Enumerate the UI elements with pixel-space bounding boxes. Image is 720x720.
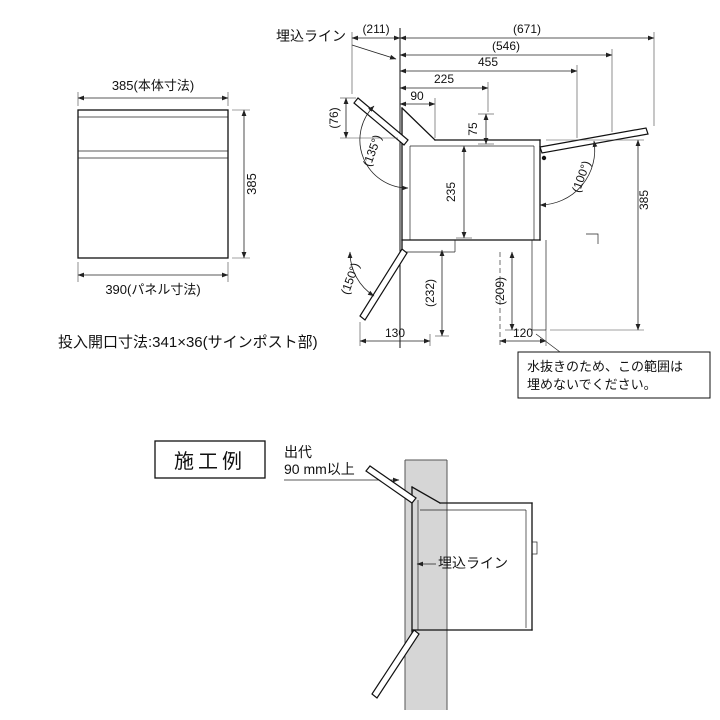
dim-546: (546) <box>492 39 520 53</box>
example-title: 施工例 <box>174 450 246 473</box>
drain-note-line2: 埋めないでください。 <box>527 377 657 392</box>
door-latch-detail <box>531 541 538 555</box>
protrusion-label-line1: 出代 <box>284 444 312 460</box>
bracket-detail <box>586 233 599 244</box>
dim-130: 130 <box>385 326 405 340</box>
dim-211: (211) <box>362 22 389 36</box>
door-swing-arc <box>539 140 598 208</box>
front-body-width-dim: 385(本体寸法) <box>112 78 194 93</box>
example-title-box <box>154 440 266 479</box>
opening-size-note: 投入開口寸法:341×36(サインポスト部) <box>58 334 318 351</box>
dim-90: 90 <box>410 89 424 103</box>
dim-75: 75 <box>466 122 480 136</box>
angle-100: (100°) <box>569 159 593 195</box>
protrusion-label-line2: 90 mm以上 <box>284 461 355 477</box>
note-leader-line <box>535 333 561 353</box>
front-panel-width-dim: 390(パネル寸法) <box>105 282 200 297</box>
lower-flap-swing-arc <box>347 251 375 297</box>
flap-swing-arc <box>359 105 409 191</box>
dim-225: 225 <box>434 72 454 86</box>
dim-76: (76) <box>327 107 341 128</box>
dim-671: (671) <box>513 22 541 36</box>
front-height-dim: 385 <box>244 173 259 195</box>
angle-150: (150°) <box>338 261 362 297</box>
drain-note-line1: 水抜きのため、この範囲は <box>527 359 683 374</box>
dim-120: 120 <box>513 326 533 340</box>
rear-door-open <box>539 127 649 154</box>
example-embed-line-label: 埋込ライン <box>438 555 508 571</box>
dim-385-side: 385 <box>637 190 651 210</box>
front-view: 385(本体寸法) 385 390(パネル寸法) <box>77 78 259 297</box>
embed-line-leader-arrow <box>351 44 397 60</box>
dim-209: (209) <box>493 277 507 305</box>
dim-232: (232) <box>423 279 437 307</box>
example-top-flap-open <box>365 465 417 504</box>
front-view-body-outline <box>77 109 229 259</box>
latch-detail <box>541 155 547 161</box>
side-section-view: 埋込ライン (211) (671) (546) 455 225 90 <box>276 22 711 399</box>
drain-note-box <box>517 351 711 399</box>
embed-line-label: 埋込ライン <box>276 28 346 44</box>
dim-235: 235 <box>444 182 458 202</box>
installation-example: 施工例 出代 90 mm以上 埋込ライン <box>154 440 538 710</box>
dim-455: 455 <box>478 55 498 69</box>
example-bottom-flap-open <box>371 629 420 699</box>
